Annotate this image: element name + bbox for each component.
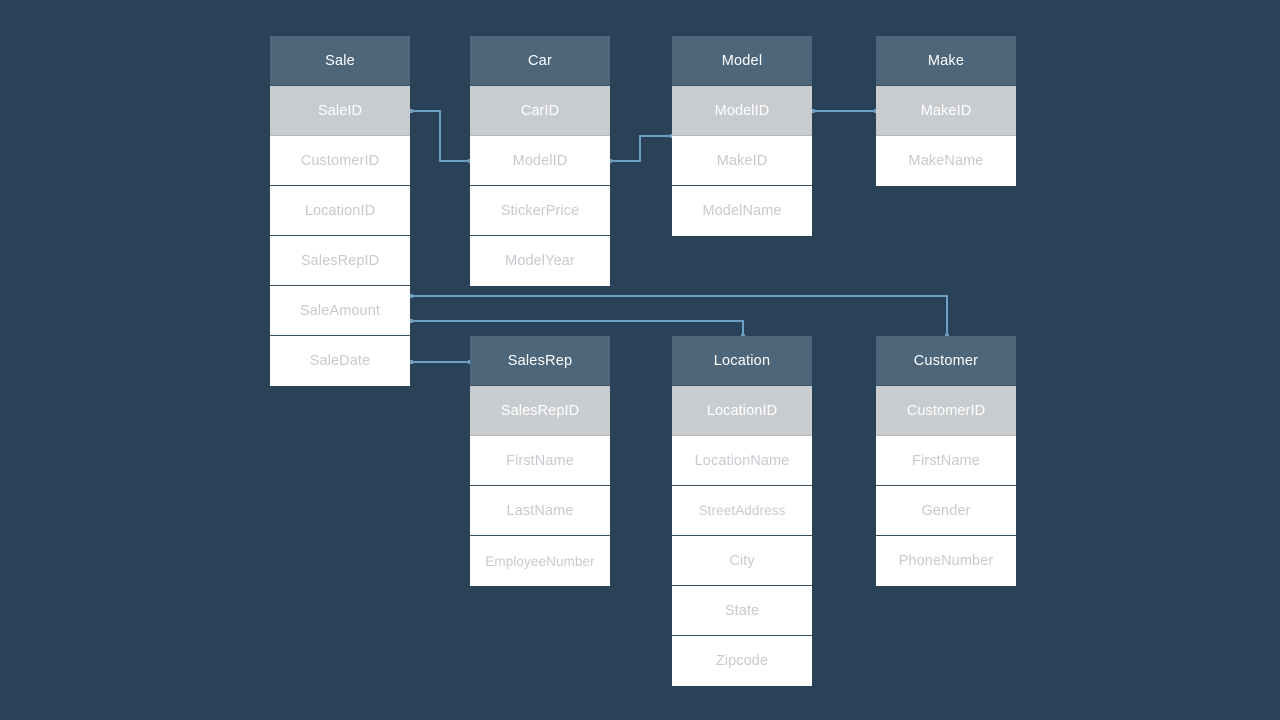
entity-title-sale: Sale — [270, 36, 410, 86]
connector-car-model — [610, 135, 672, 162]
entity-field-salesrep-salesrepid[interactable]: SalesRepID — [470, 386, 610, 436]
entity-field-sale-salesrepid[interactable]: SalesRepID — [270, 236, 410, 286]
entity-field-location-city[interactable]: City — [672, 536, 812, 586]
entity-field-location-locationid[interactable]: LocationID — [672, 386, 812, 436]
entity-field-model-makeid[interactable]: MakeID — [672, 136, 812, 186]
entity-field-make-makeid[interactable]: MakeID — [876, 86, 1016, 136]
entity-field-car-carid[interactable]: CarID — [470, 86, 610, 136]
entity-field-customer-gender[interactable]: Gender — [876, 486, 1016, 536]
entity-title-model: Model — [672, 36, 812, 86]
entity-field-customer-customerid[interactable]: CustomerID — [876, 386, 1016, 436]
entity-field-sale-customerid[interactable]: CustomerID — [270, 136, 410, 186]
entity-field-model-modelid[interactable]: ModelID — [672, 86, 812, 136]
entity-field-salesrep-lastname[interactable]: LastName — [470, 486, 610, 536]
entity-field-customer-phonenumber[interactable]: PhoneNumber — [876, 536, 1016, 586]
entity-field-location-state[interactable]: State — [672, 586, 812, 636]
connector-sale-location — [411, 320, 744, 336]
entity-field-sale-saleid[interactable]: SaleID — [270, 86, 410, 136]
entity-field-sale-locationid[interactable]: LocationID — [270, 186, 410, 236]
connector-sale-customer — [411, 295, 948, 336]
entity-field-location-streetaddress[interactable]: StreetAddress — [672, 486, 812, 536]
entity-title-customer: Customer — [876, 336, 1016, 386]
entity-field-make-makename[interactable]: MakeName — [876, 136, 1016, 186]
connector-sale-car — [411, 110, 470, 162]
entity-field-location-locationname[interactable]: LocationName — [672, 436, 812, 486]
entity-field-sale-saleamount[interactable]: SaleAmount — [270, 286, 410, 336]
entity-field-salesrep-firstname[interactable]: FirstName — [470, 436, 610, 486]
entity-title-location: Location — [672, 336, 812, 386]
entity-title-salesrep: SalesRep — [470, 336, 610, 386]
entity-field-sale-saledate[interactable]: SaleDate — [270, 336, 410, 386]
entity-field-car-stickerprice[interactable]: StickerPrice — [470, 186, 610, 236]
entity-title-car: Car — [470, 36, 610, 86]
entity-field-location-zipcode[interactable]: Zipcode — [672, 636, 812, 686]
entity-field-salesrep-employeenumber[interactable]: EmployeeNumber — [470, 536, 610, 586]
entity-field-car-modelid[interactable]: ModelID — [470, 136, 610, 186]
entity-field-model-modelname[interactable]: ModelName — [672, 186, 812, 236]
entity-field-customer-firstname[interactable]: FirstName — [876, 436, 1016, 486]
entity-title-make: Make — [876, 36, 1016, 86]
entity-field-car-modelyear[interactable]: ModelYear — [470, 236, 610, 286]
